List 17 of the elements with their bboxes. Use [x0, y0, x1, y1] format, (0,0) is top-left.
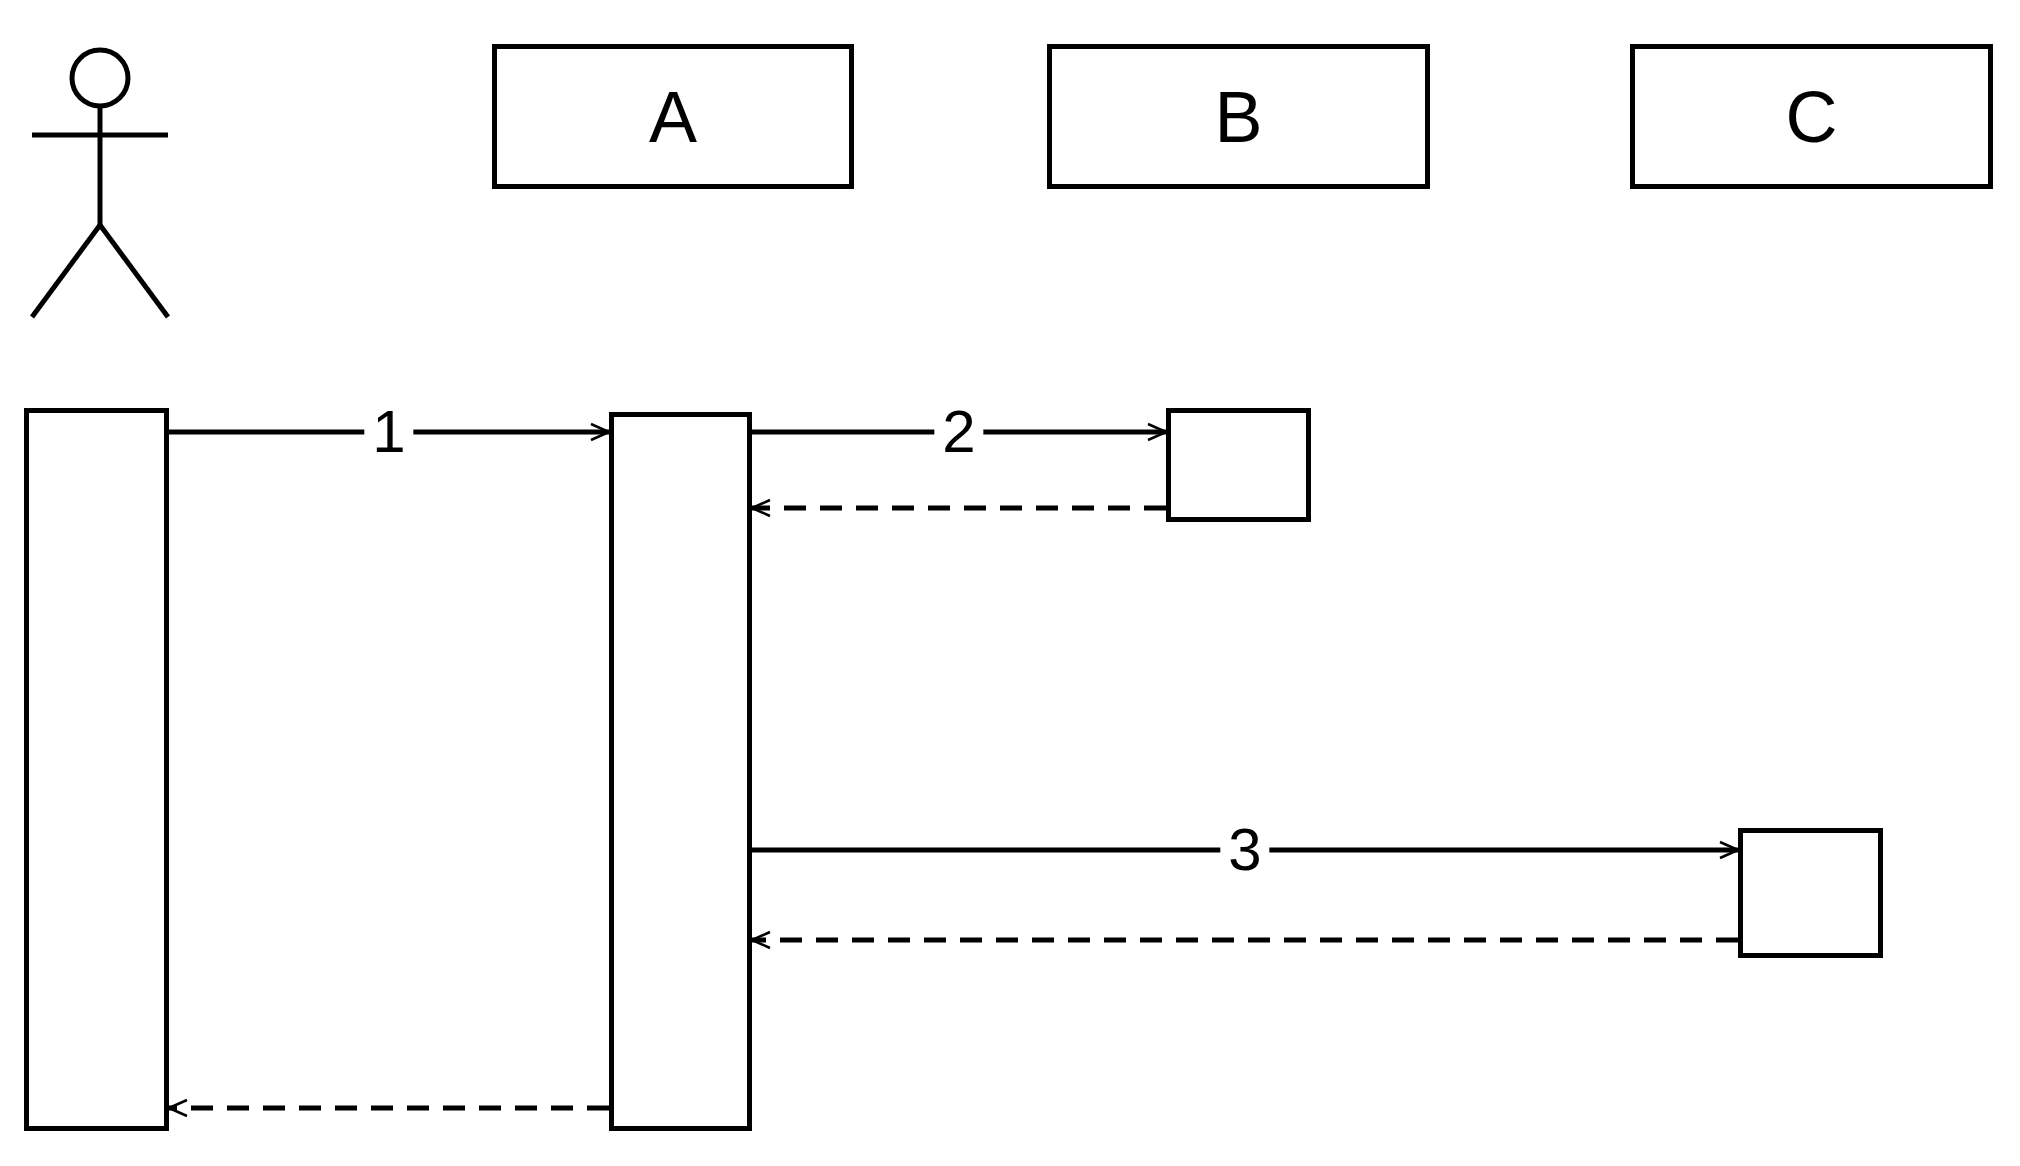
message-arrow	[169, 422, 611, 442]
participant-name: B	[1214, 75, 1263, 158]
participant-name: C	[1785, 75, 1838, 158]
participant-box	[492, 44, 854, 189]
message-arrow	[752, 422, 1168, 442]
return-arrow	[750, 498, 1166, 518]
activation-bar	[1166, 408, 1311, 522]
participant-box	[1630, 44, 1993, 189]
participant-box	[1047, 44, 1430, 189]
message-arrow	[752, 840, 1740, 860]
return-arrow	[167, 1098, 609, 1118]
return-arrow	[750, 930, 1738, 950]
actor-figure	[30, 45, 170, 320]
activation-bar	[24, 408, 169, 1131]
activation-bar	[1738, 828, 1883, 958]
participant-name: A	[649, 75, 697, 158]
activation-bar	[609, 412, 752, 1131]
